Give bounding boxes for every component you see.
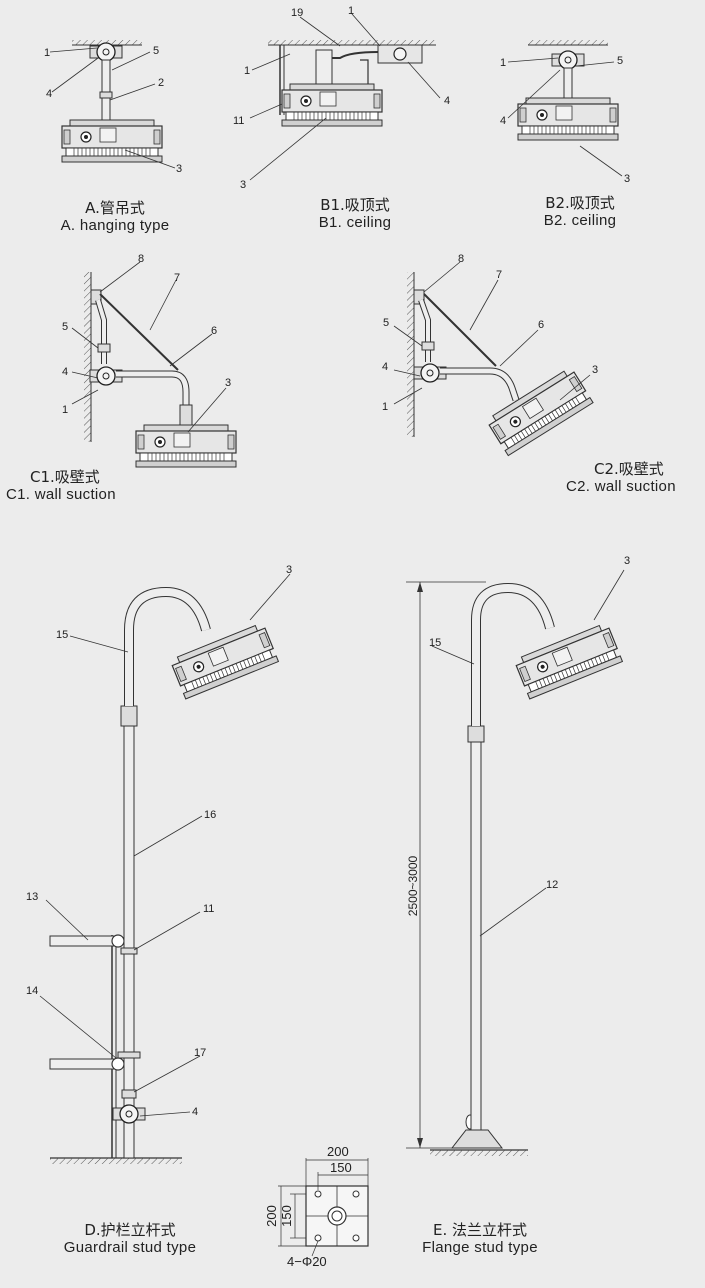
label-d-4: 4 bbox=[192, 1106, 198, 1118]
label-c2-1: 1 bbox=[382, 401, 388, 413]
caption-e-en: Flange stud type bbox=[422, 1239, 538, 1256]
label-d-16: 16 bbox=[204, 809, 216, 821]
label-c1-8: 8 bbox=[138, 253, 144, 265]
label-c1-5: 5 bbox=[62, 321, 68, 333]
label-e-3: 3 bbox=[624, 555, 630, 567]
flange-outer-height: 200 bbox=[264, 1205, 279, 1227]
figure-c1-wall bbox=[71, 261, 237, 468]
part-number-labels: 1 4 5 2 3 19 1 1 4 11 3 1 5 4 3 8 7 6 5 … bbox=[26, 5, 630, 1118]
label-a-5: 5 bbox=[153, 45, 159, 57]
label-e-12: 12 bbox=[546, 879, 558, 891]
label-b2-3: 3 bbox=[624, 173, 630, 185]
label-d-3: 3 bbox=[286, 564, 292, 576]
caption-c1-zh: C1.吸壁式 bbox=[30, 468, 100, 486]
label-c2-5: 5 bbox=[383, 317, 389, 329]
caption-d-en: Guardrail stud type bbox=[63, 1239, 197, 1256]
figure-b2-ceiling bbox=[507, 40, 623, 177]
caption-c2-zh: C2.吸壁式 bbox=[594, 460, 664, 478]
caption-d-zh: D.护栏立杆式 bbox=[84, 1221, 176, 1239]
flange-holes: 4−Φ20 bbox=[287, 1254, 327, 1269]
label-d-15: 15 bbox=[56, 629, 68, 641]
label-c2-3: 3 bbox=[592, 364, 598, 376]
label-c2-7: 7 bbox=[496, 269, 502, 281]
figure-a-hanging bbox=[49, 40, 176, 169]
label-a-4: 4 bbox=[46, 88, 52, 100]
label-e-15: 15 bbox=[429, 637, 441, 649]
label-b1-19: 19 bbox=[291, 7, 303, 19]
label-b2-1: 1 bbox=[500, 57, 506, 69]
label-c2-4: 4 bbox=[382, 361, 388, 373]
figure-d-guardrail bbox=[39, 573, 291, 1164]
caption-a: A.管吊式 A. hanging type bbox=[40, 199, 190, 235]
caption-c1: C1.吸壁式 C1. wall suction bbox=[6, 468, 116, 504]
label-d-11: 11 bbox=[203, 903, 214, 915]
flange-inner-height: 150 bbox=[279, 1205, 294, 1227]
label-b2-4: 4 bbox=[500, 115, 506, 127]
label-c1-4: 4 bbox=[62, 366, 68, 378]
label-d-17: 17 bbox=[194, 1047, 206, 1059]
caption-b2-en: B2. ceiling bbox=[543, 212, 617, 229]
label-b1-1: 1 bbox=[244, 65, 250, 77]
caption-b1-zh: B1.吸顶式 bbox=[320, 196, 390, 214]
caption-a-en: A. hanging type bbox=[60, 217, 170, 234]
caption-d: D.护栏立杆式 Guardrail stud type bbox=[40, 1221, 220, 1257]
caption-c2: C2.吸壁式 C2. wall suction bbox=[566, 460, 676, 496]
caption-c1-en: C1. wall suction bbox=[6, 486, 116, 503]
label-d-13: 13 bbox=[26, 891, 38, 903]
label-c2-6: 6 bbox=[538, 319, 544, 331]
label-c1-7: 7 bbox=[174, 272, 180, 284]
figure-e-flange bbox=[406, 569, 625, 1156]
figure-b1-ceiling bbox=[249, 13, 441, 181]
flange-plate-detail bbox=[278, 1158, 369, 1257]
label-b1-1-top: 1 bbox=[348, 5, 354, 17]
label-b1-4: 4 bbox=[444, 95, 450, 107]
label-b2-5: 5 bbox=[617, 55, 623, 67]
label-d-14: 14 bbox=[26, 985, 38, 997]
label-a-1: 1 bbox=[44, 47, 50, 59]
caption-b1: B1.吸顶式 B1. ceiling bbox=[290, 196, 420, 232]
flange-inner-width: 150 bbox=[330, 1160, 352, 1175]
label-c1-3: 3 bbox=[225, 377, 231, 389]
caption-a-zh: A.管吊式 bbox=[85, 199, 145, 217]
figure-c2-wall bbox=[393, 261, 594, 457]
caption-e: E. 法兰立杆式 Flange stud type bbox=[400, 1221, 560, 1257]
label-b1-3: 3 bbox=[240, 179, 246, 191]
height-dimension: 2500~3000 bbox=[406, 855, 420, 916]
label-c2-8: 8 bbox=[458, 253, 464, 265]
caption-b2-zh: B2.吸顶式 bbox=[545, 194, 615, 212]
flange-outer-width: 200 bbox=[327, 1144, 349, 1159]
label-b1-11: 11 bbox=[233, 115, 244, 127]
label-c1-6: 6 bbox=[211, 325, 217, 337]
caption-b1-en: B1. ceiling bbox=[318, 214, 392, 231]
caption-e-zh: E. 法兰立杆式 bbox=[432, 1221, 527, 1239]
caption-c2-en: C2. wall suction bbox=[566, 478, 676, 495]
caption-b2: B2.吸顶式 B2. ceiling bbox=[515, 194, 645, 230]
label-c1-1: 1 bbox=[62, 404, 68, 416]
label-a-2: 2 bbox=[158, 77, 164, 89]
label-a-3: 3 bbox=[176, 163, 182, 175]
